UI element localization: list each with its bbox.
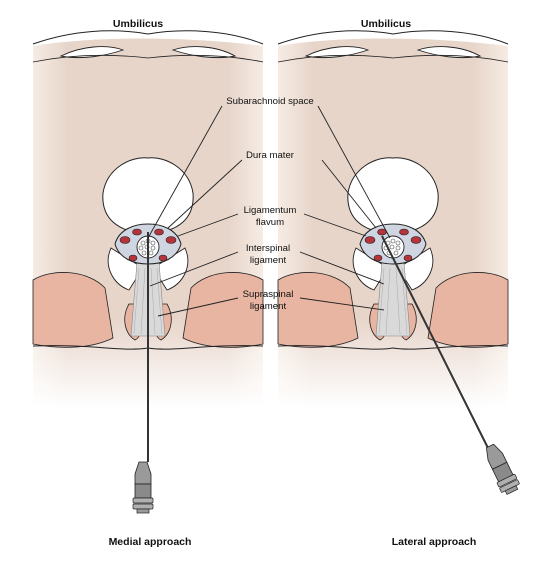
left-umbilicus-label: Umbilicus (113, 18, 163, 30)
label-interspinal-ligament-1: Interspinal (246, 243, 290, 254)
medial-needle-hub-icon (132, 461, 154, 514)
label-supraspinal-ligament-1: Supraspinal (243, 289, 294, 300)
caption-medial-approach: Medial approach (109, 536, 192, 548)
label-dura-mater: Dura mater (246, 150, 295, 161)
label-interspinal-ligament-2: ligament (250, 255, 287, 266)
left-panel-medial (32, 30, 264, 514)
lateral-needle-hub-icon (480, 441, 522, 497)
label-ligamentum-flavum-1: Ligamentum (244, 205, 297, 216)
caption-lateral-approach: Lateral approach (392, 536, 477, 548)
label-supraspinal-ligament-2: ligament (250, 301, 287, 312)
leader-lines (147, 105, 391, 317)
label-subarachnoid-space: Subarachnoid space (226, 96, 313, 107)
right-umbilicus-label: Umbilicus (361, 18, 411, 30)
lateral-needle (381, 235, 489, 449)
label-ligamentum-flavum-2: flavum (256, 217, 284, 228)
right-panel-lateral (277, 30, 522, 497)
